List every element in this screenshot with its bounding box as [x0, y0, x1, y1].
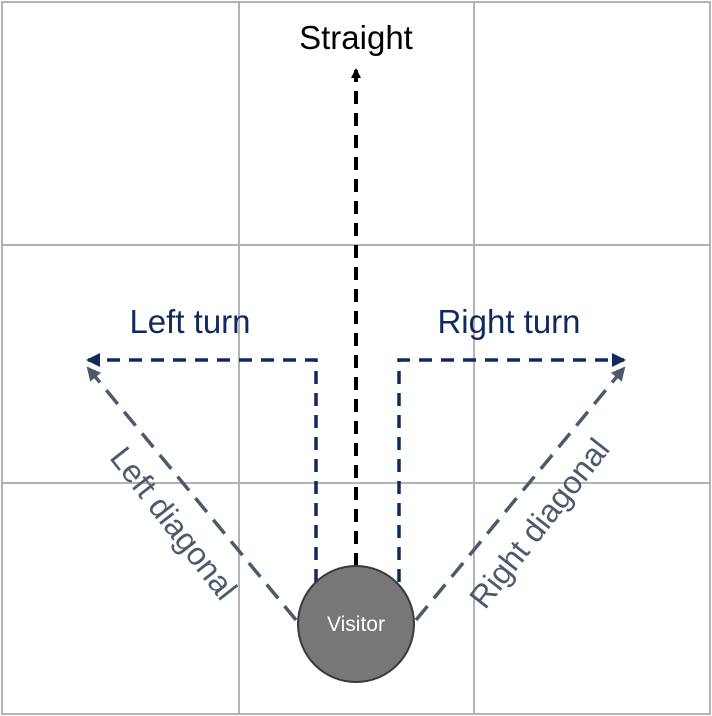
- right-turn-arrow: [397, 353, 626, 582]
- right-diagonal-arrow: [414, 366, 626, 622]
- left-turn-label: Left turn: [129, 303, 250, 340]
- right-turn-label: Right turn: [437, 303, 580, 340]
- right-diagonal-label: Right diagonal: [462, 432, 616, 615]
- visitor-circle: [297, 565, 415, 683]
- left-turn-arrow: [86, 353, 318, 582]
- visitor-label: Visitor: [327, 613, 385, 636]
- left-diagonal-label: Left diagonal: [103, 440, 244, 607]
- straight-label: Straight: [299, 19, 413, 56]
- left-diagonal-arrow: [86, 366, 298, 622]
